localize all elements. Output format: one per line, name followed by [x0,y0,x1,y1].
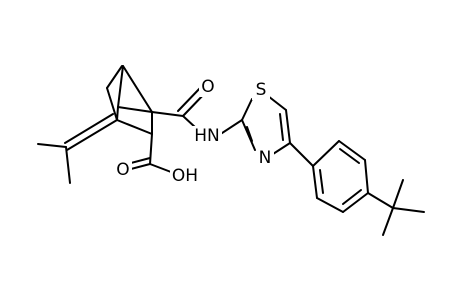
label-sulfur: S [256,80,267,100]
bond-c5-c4 [285,109,291,144]
bond-tbu-right [392,207,425,213]
carboxylic-acid-group [126,133,172,173]
bond-ph-6 [312,165,318,199]
bond-ph-tbu [367,192,394,209]
bond-cage-acid [149,133,153,165]
bond-co-double-b [177,85,203,112]
label-amide-nh: HN [194,126,220,146]
bond-c1-c2 [117,65,124,108]
isopropylidene-group [37,113,118,184]
bond-exocyclic-double-a [66,119,118,151]
bond-ph-2 [338,140,366,161]
bond-c5-c4-inner [279,113,284,141]
bond-bridge-right [106,87,118,121]
bond-ph-4 [342,192,369,213]
bond-c4-c5 [116,119,153,135]
bond-tbu-up [392,179,404,209]
thiazole-ring [215,95,291,155]
bond-exocyclic-double-b [64,113,114,144]
bond-c4-n [272,142,291,155]
bicyclic-cage [106,65,153,135]
bond-acid-oh [149,163,172,173]
bond-s-c5 [267,95,287,111]
bond-ph-1 [312,140,340,167]
label-acid-oxygen: O [116,160,129,180]
bond-methyl-left [37,143,67,148]
bond-ph-3 [364,159,369,194]
bond-ph-inner-b [342,189,362,205]
tert-butyl-group [367,179,425,236]
bond-ph-inner-a [339,148,360,164]
amide-group [151,85,208,129]
atom-labels: O HN S N O OH [114,77,274,186]
bond-n-c2-inner [246,126,253,142]
bond-c4-c3 [116,106,119,121]
label-acid-hydroxyl: OH [172,166,198,186]
bond-c2-c3 [117,106,153,113]
phenyl-ring [289,140,369,213]
bond-c2-s [241,98,253,121]
bond-n-c2 [241,119,256,151]
bond-methyl-down [65,146,71,184]
bond-ph-5 [316,197,344,213]
bond-cage-carbonyl [151,111,184,117]
label-oxygen-amide: O [201,77,214,97]
bond-tbu-down [382,207,394,236]
bond-c1-c6 [122,65,153,113]
bond-ph-inner-c [319,169,324,194]
label-nitrogen-thiazole: N [259,148,272,168]
bond-bridge-left [106,65,123,89]
bond-thiazole-phenyl [289,142,314,167]
